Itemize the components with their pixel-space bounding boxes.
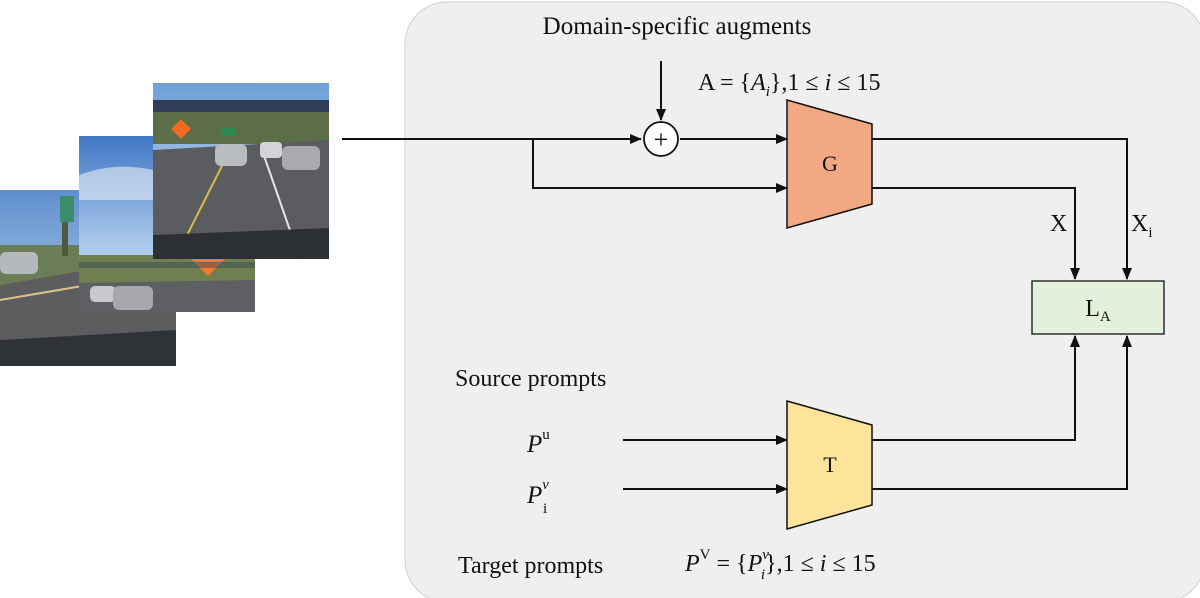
augment-set-formula: A = {Ai},1 ≤ i ≤ 15	[698, 70, 880, 100]
loss-label: LA	[1085, 296, 1111, 325]
augments-title: Domain-specific augments	[543, 13, 812, 40]
edge-generator-x	[872, 187, 1080, 280]
road-image-3	[153, 83, 329, 260]
augment-combine-node: +	[643, 121, 679, 157]
input-image-stack	[0, 83, 329, 366]
output-xi-label: Xi	[1131, 211, 1153, 241]
connectors	[342, 61, 1132, 494]
generator-block: G	[786, 99, 873, 229]
loss-block: LA	[1031, 280, 1165, 335]
method-panel	[404, 1, 1200, 598]
edge-generator-xi	[872, 138, 1132, 280]
edge-t-to-loss-1	[872, 335, 1080, 441]
text-encoder-label: T	[823, 452, 837, 477]
generator-label: G	[822, 151, 838, 176]
source-prompts-title: Source prompts	[455, 366, 606, 392]
text-encoder-block: T	[786, 400, 873, 530]
edge-t-to-loss-2	[872, 335, 1132, 490]
output-x-label: X	[1050, 211, 1067, 237]
target-prompts-title: Target prompts	[458, 553, 603, 579]
source-prompt-symbol: Pu	[526, 427, 550, 458]
edge-input-bypass	[532, 139, 788, 193]
plus-icon: +	[654, 125, 669, 154]
